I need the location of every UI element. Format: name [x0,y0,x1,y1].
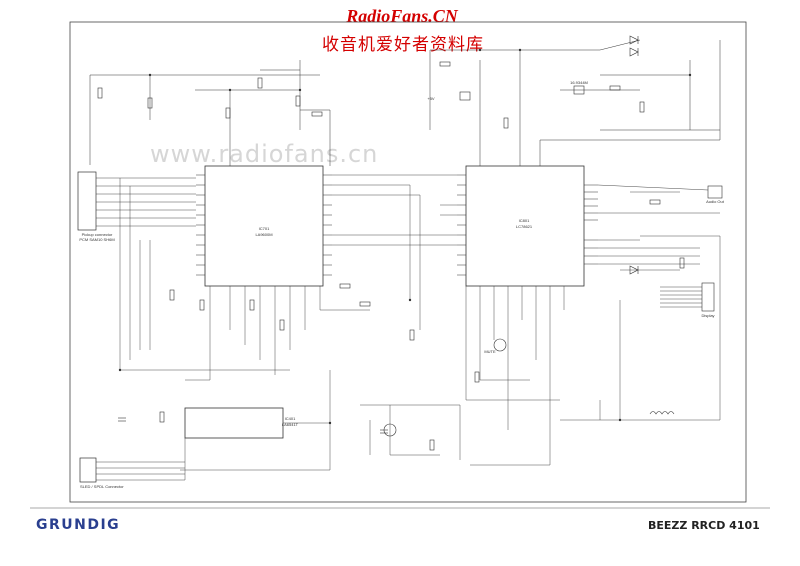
right-wires [560,184,721,421]
display-connector [701,282,715,312]
top-wires [89,39,721,166]
ic401-part: LA6541T [281,422,299,427]
power-label: +5V [427,96,435,101]
pickup-connector-label: Pickup connector [81,232,113,237]
output-connector [707,185,723,199]
ic401-body [184,407,284,439]
watermark: www.radiofans.cn [150,140,379,168]
pickup-wires [96,177,290,371]
ic701-body [204,165,324,287]
ic801-part: LC78621 [515,224,533,229]
pickup-part-label: PCM SAM10 SH6M [79,237,115,242]
ic701-pins [196,174,332,276]
brand-logo: GRUNDIG [36,517,121,533]
ic401-ref: IC401 [284,416,296,421]
crystal-2 [459,91,471,101]
junctions [118,48,692,425]
ic801-pins [457,174,598,276]
pickup-connector [77,171,97,231]
bottom-center-wires [360,404,461,460]
passives [97,61,685,451]
motor-wires [96,370,331,481]
display-label: Display [701,313,715,318]
site-title: RadioFans.CN [346,6,458,26]
sheet-border [69,21,747,503]
ic701-part: LA9600M [255,232,273,237]
crystal [573,85,585,95]
model-title: BEEZZ RRCD 4101 [648,519,760,532]
ic701-ref: IC701 [258,226,270,231]
diodes [629,35,639,275]
crystal-label: 16.9344M [570,80,588,85]
mute-label: MUTE [484,349,496,354]
output-label: Audio Out [706,199,724,204]
motor-connector-label: SLED / SPDL Connector [80,484,124,489]
motor-connector [79,457,97,483]
inductor-l [649,411,675,415]
bus-wires [185,174,565,466]
ic801-body [465,165,585,287]
transistor-q2 [493,338,507,352]
ic801-ref: IC801 [518,218,530,223]
